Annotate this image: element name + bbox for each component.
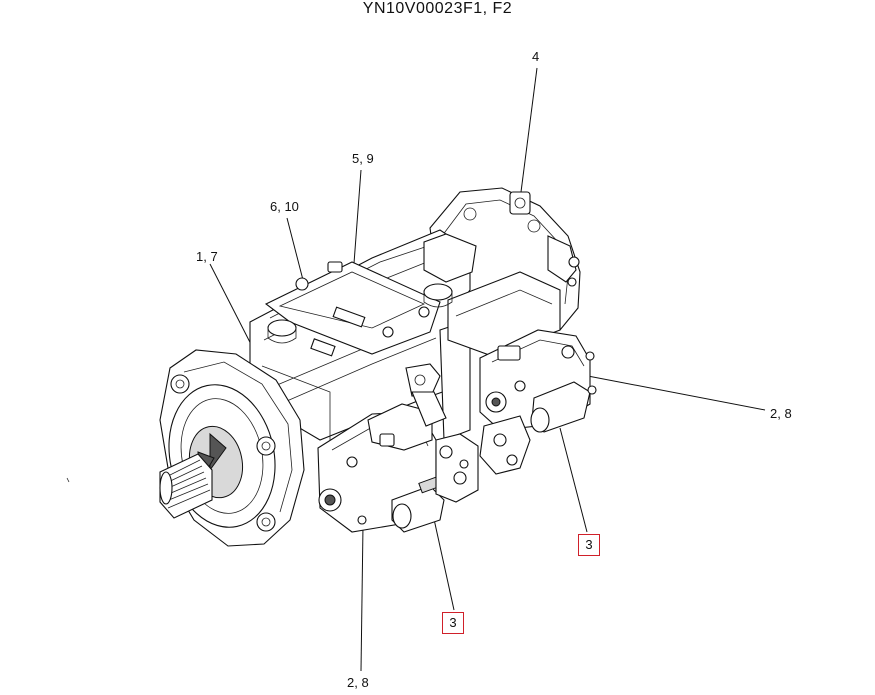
callout-label-5-9: 5, 9: [352, 151, 374, 166]
stray-mark: [66, 477, 70, 483]
callout-box-3-bottom: 3: [442, 612, 464, 634]
regulator-rear: [479, 329, 597, 475]
callout-label-4: 4: [532, 49, 540, 64]
top-plates: [264, 233, 477, 357]
callout-box-3-right: 3: [578, 534, 600, 556]
callout-label-2-8-bottom: 2, 8: [347, 675, 369, 690]
callout-label-6-10: 6, 10: [270, 199, 299, 214]
regulator-front: [317, 363, 479, 533]
diagram-title: YN10V00023F1, F2: [362, 0, 513, 17]
callout-label-2-8-right: 2, 8: [770, 406, 792, 421]
front-flange: [159, 349, 305, 547]
callout-label-1-7: 1, 7: [196, 249, 218, 264]
